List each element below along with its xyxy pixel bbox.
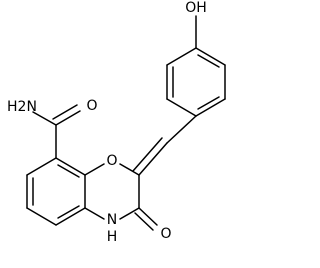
benzo-ring bbox=[26, 157, 86, 226]
phenol-bond-1 bbox=[195, 47, 226, 66]
ring-oxygen-label: O bbox=[106, 153, 117, 169]
ring-c2-o1-bond bbox=[119, 163, 140, 176]
lactam-carbonyl-bond-2 bbox=[134, 212, 154, 231]
lactam-oxygen-label: O bbox=[160, 226, 171, 242]
phenol-bond-4 bbox=[166, 98, 197, 117]
benzylic-bond bbox=[166, 115, 197, 144]
ring-nitrogen-label: N bbox=[107, 212, 117, 228]
amide-nitrogen-bond bbox=[32, 111, 57, 126]
benzo-bond-1 bbox=[55, 157, 86, 176]
ring-o1-c8a-bond bbox=[84, 163, 105, 176]
benzo-inner-bond-3 bbox=[57, 205, 80, 219]
lactam-carbonyl-bond-1 bbox=[138, 207, 158, 226]
exocyclic-double-bond-outer bbox=[138, 142, 168, 176]
molecule-diagram: OH bbox=[7, 0, 226, 245]
phenol-ring bbox=[166, 47, 226, 117]
exocyclic-double-bond-inner bbox=[132, 137, 163, 172]
ring-c3-n4-bond bbox=[119, 207, 140, 220]
phenol-inner-bond-1 bbox=[197, 54, 220, 68]
structure-canvas: OH bbox=[7, 0, 226, 245]
phenol-bond-6 bbox=[166, 47, 197, 66]
benzo-bond-2 bbox=[26, 157, 57, 176]
oxazinone-ring bbox=[84, 163, 140, 220]
amide-oxygen-label: O bbox=[86, 98, 97, 114]
benzo-bond-5 bbox=[55, 207, 86, 226]
benzo-inner-bond-1 bbox=[57, 164, 80, 178]
ring-n4-c4a-bond bbox=[84, 207, 105, 220]
phenol-bond-3 bbox=[195, 98, 226, 117]
hydroxyl-label: OH bbox=[185, 0, 207, 16]
benzo-bond-4 bbox=[26, 207, 57, 226]
amide-carbonyl-bond-2 bbox=[52, 104, 78, 120]
amide-carbonyl-bond-1 bbox=[55, 110, 81, 126]
amide-nitrogen-label: H2N bbox=[7, 99, 37, 115]
phenol-inner-bond-2 bbox=[197, 96, 220, 110]
ring-nitrogen-hydrogen-label: H bbox=[107, 229, 118, 245]
